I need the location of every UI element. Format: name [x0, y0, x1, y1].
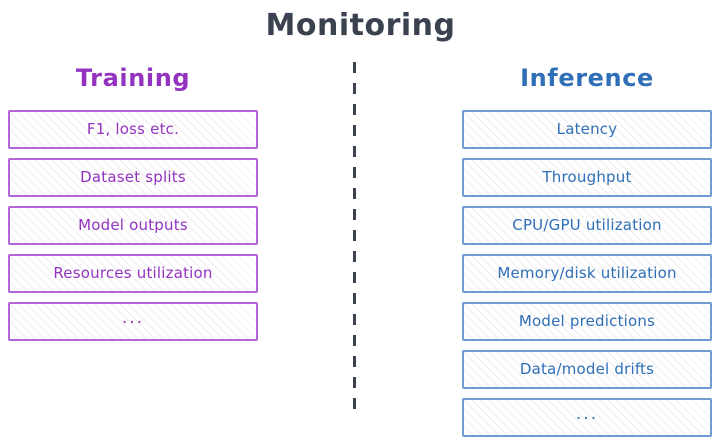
training-item-label: F1, loss etc.	[86, 120, 180, 138]
inference-item-label: CPU/GPU utilization	[512, 216, 662, 234]
training-item-resources-utilization[interactable]: Resources utilization	[8, 254, 258, 293]
training-item-label: Dataset splits	[80, 168, 186, 186]
inference-item-label: Latency	[556, 120, 618, 138]
inference-item-label: Throughput	[542, 168, 632, 186]
training-item-model-outputs[interactable]: Model outputs	[8, 206, 258, 245]
inference-item-latency[interactable]: Latency	[462, 110, 712, 149]
inference-item-memory-disk-utilization[interactable]: Memory/disk utilization	[462, 254, 712, 293]
inference-item-more[interactable]: ...	[462, 398, 712, 437]
inference-item-label: Data/model drifts	[519, 360, 655, 378]
inference-item-cpu-gpu-utilization[interactable]: CPU/GPU utilization	[462, 206, 712, 245]
training-item-label: Model outputs	[78, 216, 188, 234]
inference-item-throughput[interactable]: Throughput	[462, 158, 712, 197]
inference-item-data-model-drifts[interactable]: Data/model drifts	[462, 350, 712, 389]
training-column: F1, loss etc. Dataset splits Model outpu…	[8, 110, 258, 350]
inference-column: Latency Throughput CPU/GPU utilization M…	[462, 110, 712, 446]
inference-item-model-predictions[interactable]: Model predictions	[462, 302, 712, 341]
training-item-dataset-splits[interactable]: Dataset splits	[8, 158, 258, 197]
inference-item-label: Memory/disk utilization	[497, 264, 677, 282]
inference-column-header: Inference	[520, 64, 654, 92]
training-item-more[interactable]: ...	[8, 302, 258, 341]
training-item-f1-loss[interactable]: F1, loss etc.	[8, 110, 258, 149]
inference-item-label: ...	[575, 404, 599, 424]
vertical-dashed-separator	[353, 62, 356, 417]
training-item-label: ...	[121, 308, 145, 328]
page-title: Monitoring	[265, 8, 456, 43]
training-item-label: Resources utilization	[53, 264, 213, 282]
inference-item-label: Model predictions	[518, 312, 656, 330]
training-column-header: Training	[75, 64, 191, 92]
